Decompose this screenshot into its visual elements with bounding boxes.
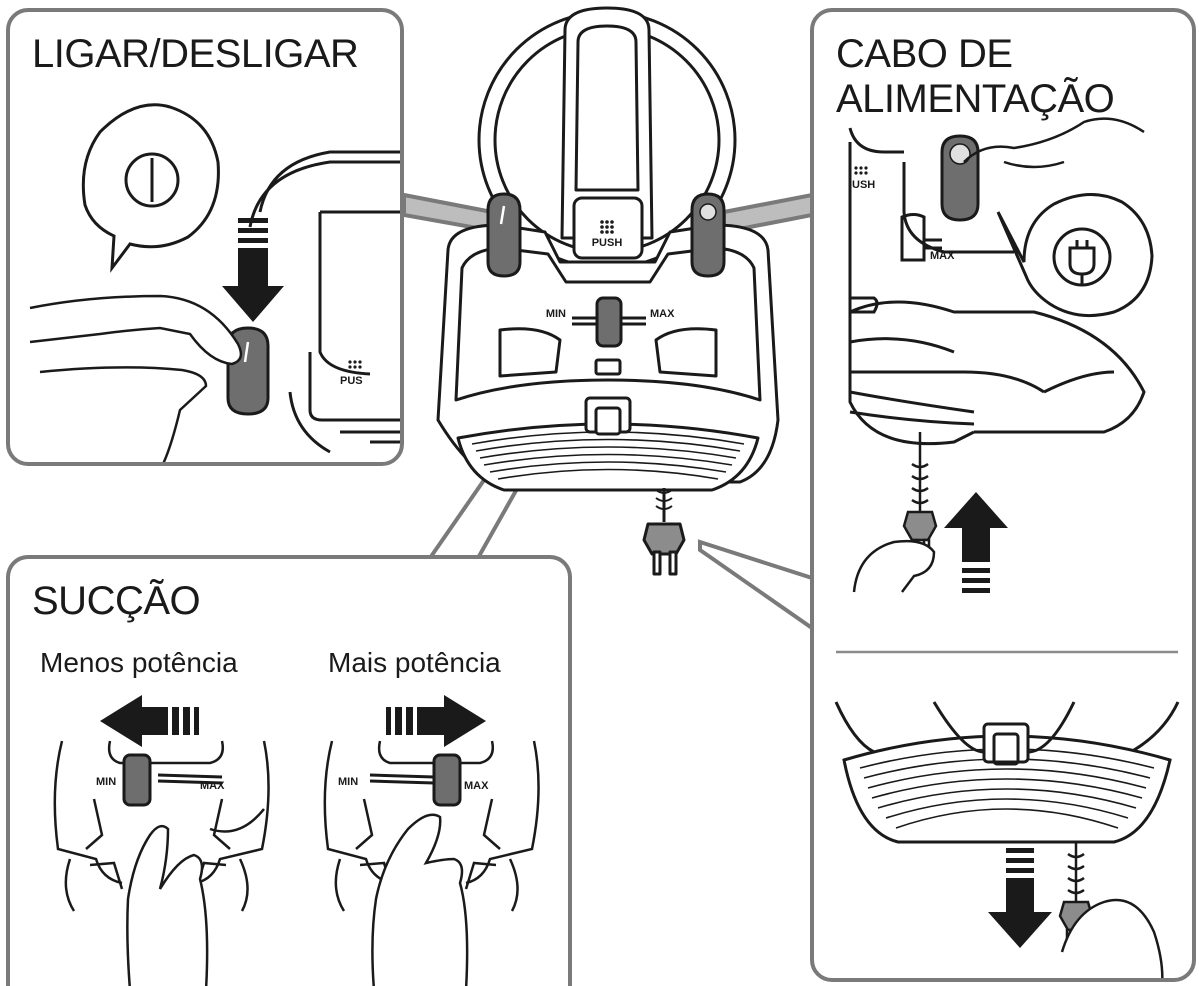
right-slider-knob [434,755,460,805]
device-min-label: MIN [546,308,566,320]
power-callout-connector [404,195,492,230]
right-min-label: MIN [338,776,358,788]
power-plug [644,524,684,554]
cord-button-closeup [942,136,978,220]
suction-panel: SUCÇÃO Menos potência Mais potência [6,555,572,986]
power-panel: LIGAR/DESLIGAR PUS [6,8,404,466]
device-power-button[interactable] [488,194,520,276]
push-down-arrow-icon [988,848,1052,948]
plug-callout-connector [700,542,812,628]
cord-panel: CABO DE ALIMENTAÇÃO USH MAX [810,8,1196,982]
cord-partial-push-label: USH [852,179,875,191]
decrease-arrow-icon [100,695,199,747]
left-slider-knob [124,755,150,805]
left-max-label: MAX [200,780,225,792]
suction-illustration: MIN MAX MIN MAX [10,559,572,986]
cord-max-label: MAX [930,250,955,262]
increase-arrow-icon [386,695,486,747]
device-cord-button[interactable] [692,194,724,276]
pull-up-arrow-icon [944,492,1008,593]
device-suction-slider[interactable] [597,298,621,346]
finger-illustration [30,296,241,466]
cord-speech-bubble [998,194,1152,315]
device-max-label: MAX [650,308,675,320]
cord-illustration: USH MAX [814,12,1196,982]
power-illustration: PUS [10,12,404,466]
push-label: PUSH [592,237,623,249]
power-partial-push-label: PUS [340,375,363,387]
press-down-arrow-icon [222,218,284,322]
left-min-label: MIN [96,776,116,788]
right-max-label: MAX [464,780,489,792]
